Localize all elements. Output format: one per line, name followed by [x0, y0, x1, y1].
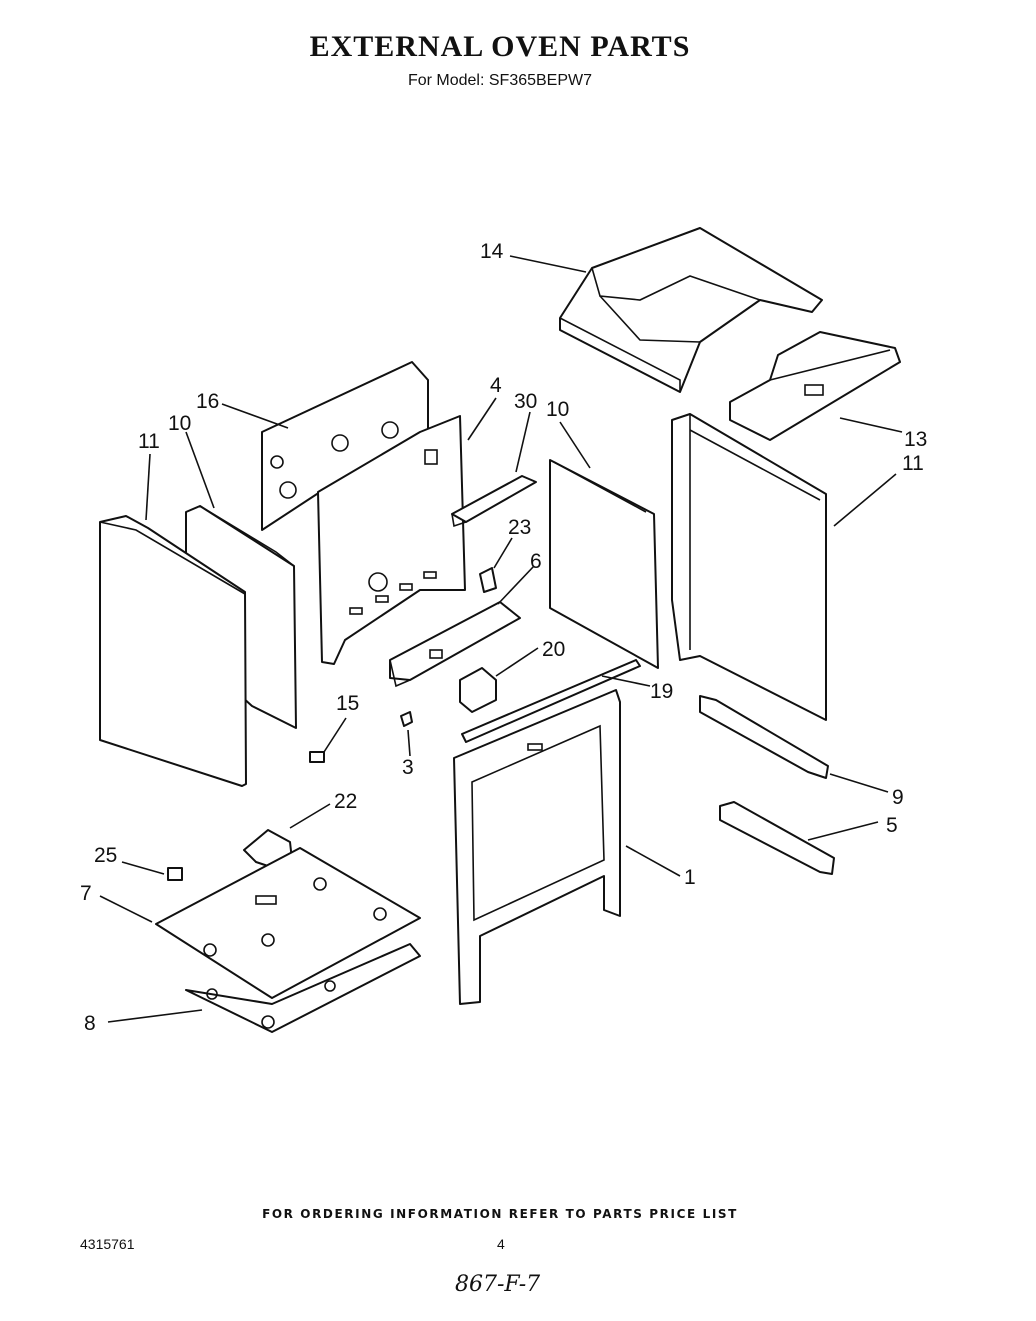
callout-11-right: 11 [902, 452, 924, 475]
part-19-trim-strip [461, 659, 641, 743]
part-25-leveling-leg [167, 867, 183, 881]
callout-23: 23 [508, 516, 531, 539]
callout-13: 13 [904, 428, 927, 451]
part-20-small-bracket [459, 667, 497, 713]
callout-5: 5 [886, 814, 898, 837]
part-8-bottom-plate [185, 943, 421, 1033]
callout-6: 6 [530, 550, 542, 573]
callout-22: 22 [334, 790, 357, 813]
part-11-left-side-panel [99, 515, 247, 787]
callout-16: 16 [196, 390, 219, 413]
callout-14: 14 [480, 240, 504, 263]
callout-4: 4 [490, 374, 502, 397]
callout-30: 30 [514, 390, 537, 413]
part-23-clip [479, 567, 497, 593]
part-1-front-frame [453, 689, 621, 1005]
model-subtitle: For Model: SF365BEPW7 [407, 72, 593, 89]
part-14-top-panel [559, 227, 823, 393]
part-30-bracket [451, 475, 537, 528]
part-4-back-panel [317, 415, 466, 665]
part-7-oven-bottom [155, 847, 421, 999]
part-5-kick-plate [719, 801, 835, 875]
callout-1: 1 [684, 866, 696, 889]
callout-10-left: 10 [168, 412, 191, 435]
part-11-right-side-panel [671, 413, 827, 721]
callout-11-left: 11 [138, 430, 160, 453]
callout-19: 19 [650, 680, 673, 703]
handwritten-code: 867-F-7 [455, 1272, 541, 1297]
part-3-clip [400, 711, 413, 727]
callout-10-right: 10 [546, 398, 569, 421]
callout-9: 9 [892, 786, 904, 809]
part-10-right-insulation [549, 459, 659, 669]
callout-8: 8 [84, 1012, 96, 1035]
callout-3: 3 [402, 756, 414, 779]
document-number: 4315761 [80, 1236, 135, 1252]
page-number: 4 [497, 1236, 505, 1252]
part-13-rear-shield [729, 331, 901, 441]
leader-lines [99, 255, 903, 1023]
callout-20: 20 [542, 638, 565, 661]
callout-25: 25 [94, 844, 117, 867]
callout-7: 7 [80, 882, 92, 905]
part-15-screw [309, 751, 325, 763]
page-title: EXTERNAL OVEN PARTS [309, 30, 691, 63]
callout-15: 15 [336, 692, 359, 715]
ordering-note: FOR ORDERING INFORMATION REFER TO PARTS … [262, 1207, 738, 1221]
part-9-bottom-rail [699, 695, 829, 779]
part-6-lower-bracket [389, 601, 521, 688]
